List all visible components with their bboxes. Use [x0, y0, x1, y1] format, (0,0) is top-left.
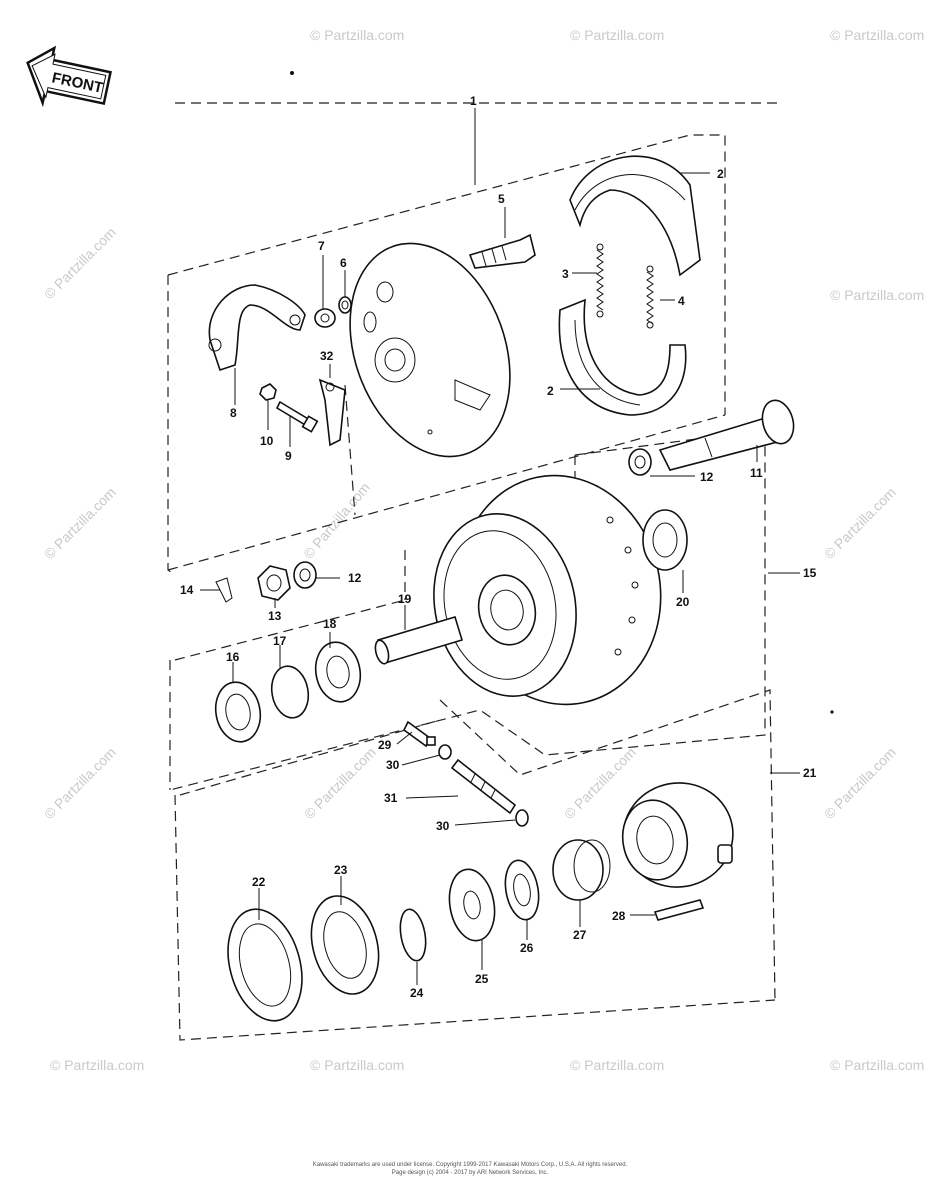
callout-25: 25 — [475, 972, 489, 986]
callout-11: 11 — [750, 466, 763, 480]
watermark: © Partzilla.com — [830, 1057, 924, 1073]
callouts: 1 2 2 3 4 5 6 7 8 9 10 11 12 12 13 14 15… — [180, 94, 817, 1000]
gear-drive-plate — [504, 859, 540, 921]
thrust-washer — [448, 868, 496, 942]
watermark: © Partzilla.com — [561, 744, 639, 822]
callout-14: 14 — [180, 583, 194, 597]
ball-bearing — [642, 509, 688, 571]
axle-nut — [257, 565, 291, 601]
callout-19: 19 — [398, 592, 412, 606]
brake-shoe-spring — [596, 243, 604, 318]
axle-spacer — [374, 616, 463, 665]
callout-2: 2 — [717, 167, 724, 181]
callout-31: 31 — [384, 791, 398, 805]
footer-page-design: Page design (c) 2004 - 2017 by ARI Netwo… — [392, 1170, 549, 1176]
circlip — [399, 908, 427, 962]
callout-8: 8 — [230, 406, 237, 420]
callout-9: 9 — [285, 449, 292, 463]
callout-28: 28 — [612, 909, 626, 923]
watermark: © Partzilla.com — [41, 224, 119, 302]
stray-mark — [830, 710, 834, 714]
brake-shoe-upper — [569, 155, 701, 277]
callout-10: 10 — [260, 434, 274, 448]
brake-shoe-lower — [558, 298, 687, 416]
front-arrow-icon: FRONT — [26, 45, 112, 108]
brake-cam-lever — [208, 284, 306, 372]
ball-bearing — [314, 641, 362, 703]
brake-shoe-spring — [646, 265, 654, 329]
washer — [314, 308, 336, 328]
callout-21: 21 — [803, 766, 817, 780]
callout-4: 4 — [678, 294, 685, 308]
speedometer-gear — [552, 839, 611, 901]
dowel-pin — [653, 899, 705, 921]
watermark: © Partzilla.com — [821, 484, 899, 562]
callout-29: 29 — [378, 738, 392, 752]
nut — [259, 383, 277, 401]
front-axle — [658, 399, 795, 471]
callout-7: 7 — [318, 239, 325, 253]
bolt — [275, 400, 319, 433]
watermark: © Partzilla.com — [41, 484, 119, 562]
watermark: © Partzilla.com — [830, 27, 924, 43]
watermark: © Partzilla.com — [301, 744, 379, 822]
callout-13: 13 — [268, 609, 282, 623]
callout-2: 2 — [547, 384, 554, 398]
axle-collar — [628, 448, 652, 476]
callout-1: 1 — [470, 94, 477, 108]
wheel-hub — [433, 474, 662, 706]
wear-indicator — [318, 378, 346, 447]
grease-fitting — [402, 720, 436, 748]
brake-panel — [349, 242, 511, 458]
group-outlines — [167, 102, 780, 1041]
callout-32: 32 — [320, 349, 334, 363]
callout-26: 26 — [520, 941, 534, 955]
callout-22: 22 — [252, 875, 266, 889]
callout-3: 3 — [562, 267, 569, 281]
watermark: © Partzilla.com — [310, 27, 404, 43]
stray-mark — [290, 71, 294, 75]
washer — [515, 809, 529, 827]
callout-20: 20 — [676, 595, 690, 609]
watermark: © Partzilla.com — [300, 479, 373, 562]
callout-18: 18 — [323, 617, 337, 631]
grease-seal — [310, 895, 380, 995]
callout-12: 12 — [348, 571, 362, 585]
leader-lines — [200, 108, 800, 985]
watermark: © Partzilla.com — [830, 287, 924, 303]
callout-27: 27 — [573, 928, 587, 942]
callout-23: 23 — [334, 863, 348, 877]
watermark: © Partzilla.com — [570, 27, 664, 43]
callout-6: 6 — [340, 256, 347, 270]
callout-30: 30 — [386, 758, 400, 772]
dust-seal — [227, 908, 303, 1022]
washer — [293, 561, 317, 589]
brake-cam — [468, 233, 536, 269]
watermark: © Partzilla.com — [310, 1057, 404, 1073]
callout-12: 12 — [700, 470, 714, 484]
watermark: © Partzilla.com — [570, 1057, 664, 1073]
speedometer-pinion — [450, 758, 517, 815]
cotter-pin — [215, 577, 233, 603]
callout-16: 16 — [226, 650, 240, 664]
o-ring — [338, 296, 352, 314]
footer-copyright: Kawasaki trademarks are used under licen… — [313, 1162, 628, 1168]
callout-24: 24 — [410, 986, 424, 1000]
circlip — [270, 665, 310, 719]
callout-15: 15 — [803, 566, 817, 580]
watermark: © Partzilla.com — [821, 744, 899, 822]
washer — [438, 744, 452, 760]
callout-17: 17 — [273, 634, 287, 648]
callout-30: 30 — [436, 819, 450, 833]
speedometer-gear-housing — [621, 782, 734, 888]
watermark: © Partzilla.com — [50, 1057, 144, 1073]
callout-5: 5 — [498, 192, 505, 206]
watermark: © Partzilla.com — [41, 744, 119, 822]
oil-seal — [214, 681, 262, 743]
